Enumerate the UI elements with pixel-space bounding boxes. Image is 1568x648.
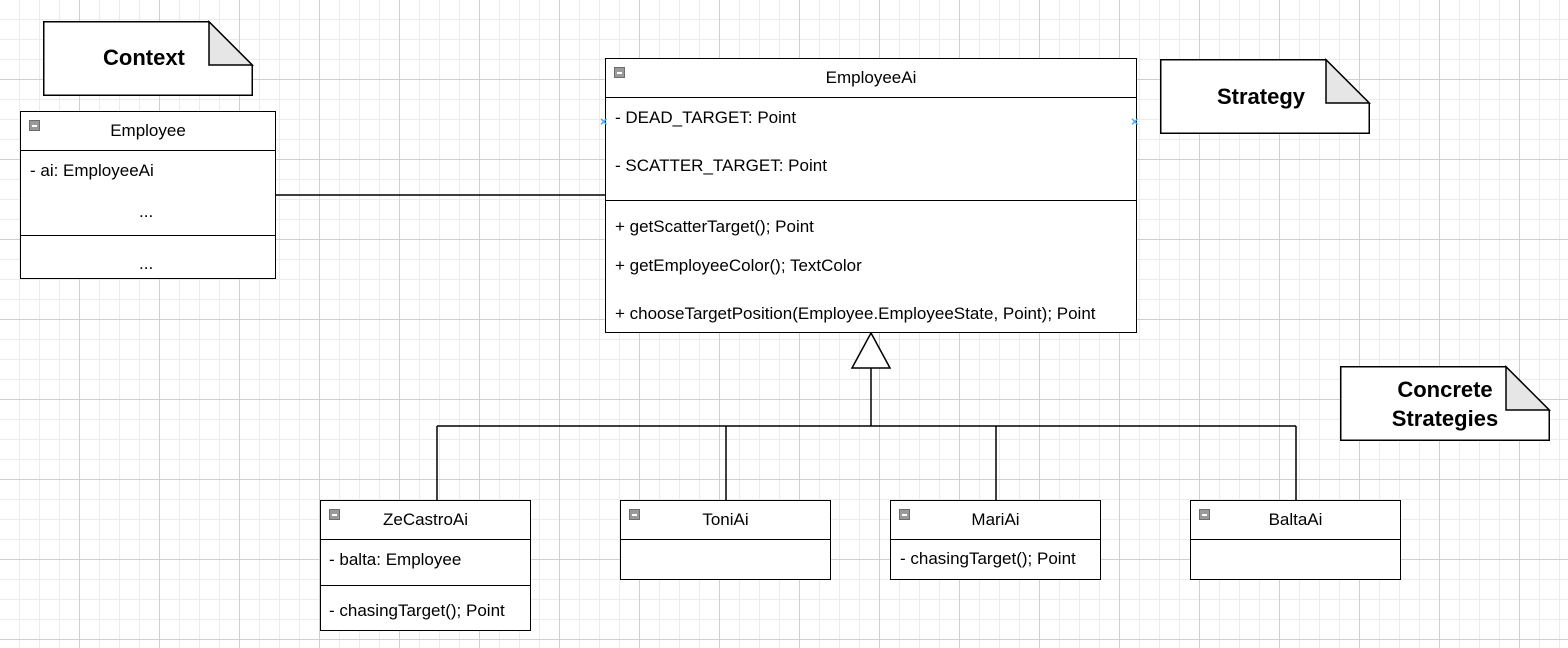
operation: + getEmployeeColor(); TextColor bbox=[615, 256, 862, 275]
attribute: - ai: EmployeeAi bbox=[30, 161, 154, 180]
class-name: Employee bbox=[110, 121, 186, 140]
attributes-section bbox=[621, 540, 830, 578]
operations-section: + getScatterTarget(); Point + getEmploye… bbox=[606, 200, 1136, 331]
operation: - chasingTarget(); Point bbox=[329, 601, 505, 620]
note-strategy-label: Strategy bbox=[1217, 84, 1306, 109]
class-header: Employee bbox=[21, 112, 275, 151]
inheritance-arrowhead bbox=[850, 331, 892, 369]
selection-handle-right[interactable]: × bbox=[1131, 114, 1139, 129]
class-header: MariAi bbox=[891, 501, 1100, 540]
attribute: - DEAD_TARGET: Point bbox=[615, 108, 797, 127]
class-name: BaltaAi bbox=[1268, 510, 1323, 529]
class-header: ZeCastroAi bbox=[321, 501, 530, 540]
collapse-icon[interactable] bbox=[899, 509, 910, 520]
operations-section: ... bbox=[21, 235, 275, 277]
class-employee-ai[interactable]: EmployeeAi - DEAD_TARGET: Point - SCATTE… bbox=[605, 58, 1137, 333]
collapse-icon[interactable] bbox=[1199, 509, 1210, 520]
attributes-section: - ai: EmployeeAi ... bbox=[21, 151, 275, 235]
class-name: MariAi bbox=[971, 510, 1020, 529]
note-concrete-strategies[interactable]: Concrete Strategies bbox=[1340, 364, 1552, 441]
attribute: - chasingTarget(); Point bbox=[900, 549, 1076, 568]
class-name: EmployeeAi bbox=[825, 68, 917, 87]
class-zecastro-ai[interactable]: ZeCastroAi - balta: Employee - chasingTa… bbox=[320, 500, 531, 631]
note-context[interactable]: Context bbox=[43, 19, 255, 96]
generalization-connector[interactable] bbox=[436, 368, 1297, 501]
attributes-section: - DEAD_TARGET: Point - SCATTER_TARGET: P… bbox=[606, 98, 1136, 200]
note-context-label: Context bbox=[103, 45, 185, 70]
class-header: ToniAi bbox=[621, 501, 830, 540]
class-name: ToniAi bbox=[702, 510, 749, 529]
attributes-section: - chasingTarget(); Point bbox=[891, 540, 1100, 578]
collapse-icon[interactable] bbox=[629, 509, 640, 520]
collapse-icon[interactable] bbox=[29, 120, 40, 131]
attributes-section: - balta: Employee bbox=[321, 540, 530, 585]
operation: ... bbox=[139, 254, 154, 273]
note-shape bbox=[43, 19, 255, 96]
operation: + chooseTargetPosition(Employee.Employee… bbox=[615, 304, 1096, 323]
class-name: ZeCastroAi bbox=[382, 510, 469, 529]
collapse-icon[interactable] bbox=[329, 509, 340, 520]
note-strategy[interactable]: Strategy bbox=[1160, 57, 1372, 134]
note-concrete-line-2: Strategies bbox=[1391, 405, 1499, 431]
class-employee[interactable]: Employee - ai: EmployeeAi ... ... bbox=[20, 111, 276, 279]
operations-section: - chasingTarget(); Point bbox=[321, 585, 530, 629]
class-toni-ai[interactable]: ToniAi bbox=[620, 500, 831, 580]
note-shape bbox=[1160, 57, 1372, 134]
note-concrete-line-1: Concrete bbox=[1397, 376, 1493, 402]
attribute: - SCATTER_TARGET: Point bbox=[615, 156, 827, 175]
class-balta-ai[interactable]: BaltaAi bbox=[1190, 500, 1401, 580]
operation: + getScatterTarget(); Point bbox=[615, 217, 814, 236]
note-concrete-label: Concrete Strategies bbox=[1340, 366, 1550, 441]
class-header: BaltaAi bbox=[1191, 501, 1400, 540]
attribute: ... bbox=[139, 202, 154, 221]
selection-handle-left[interactable]: × bbox=[600, 114, 608, 129]
class-header: EmployeeAi bbox=[606, 59, 1136, 98]
class-mari-ai[interactable]: MariAi - chasingTarget(); Point bbox=[890, 500, 1101, 580]
attributes-section bbox=[1191, 540, 1400, 578]
note-shape bbox=[1340, 364, 1552, 441]
attribute: - balta: Employee bbox=[329, 550, 462, 569]
collapse-icon[interactable] bbox=[614, 67, 625, 78]
